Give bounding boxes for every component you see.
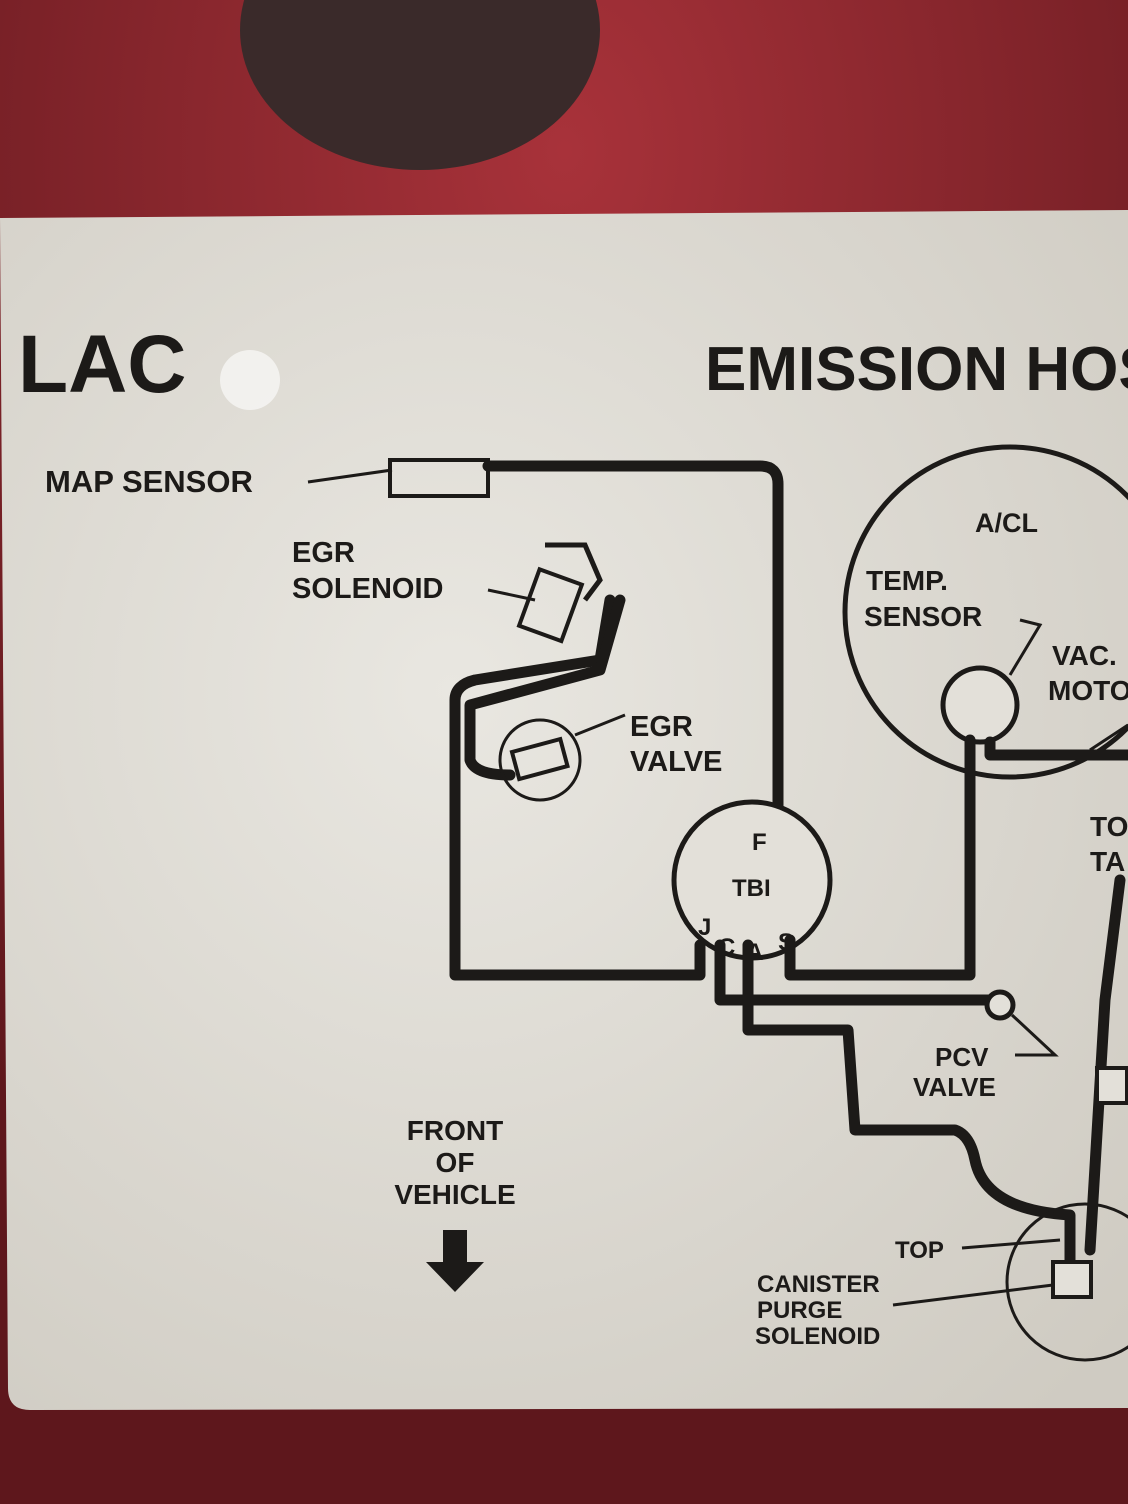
egr-solenoid-label: EGR — [292, 537, 355, 569]
temp-sensor-label: TEMP. — [866, 565, 948, 596]
panel-hole — [240, 0, 600, 170]
temp-sensor-label-2: SENSOR — [864, 601, 982, 632]
pcv-valve-label: PCV — [935, 1042, 989, 1072]
canister-purge-solenoid-label-3: SOLENOID — [755, 1323, 880, 1350]
map-to-tbi-hose — [482, 460, 784, 816]
front-label: FRONT — [407, 1115, 503, 1146]
pcv-valve-label-2: VALVE — [913, 1072, 996, 1102]
to-tank-label: TO — [1090, 811, 1128, 842]
egr-valve-label: EGR — [630, 711, 693, 743]
air-cleaner — [842, 444, 1128, 780]
brand-fragment: LAC — [18, 319, 187, 410]
egr-valve — [498, 718, 582, 802]
vehicle-label: VEHICLE — [394, 1179, 515, 1210]
diagram-title: EMISSION HOS — [705, 335, 1128, 404]
tbi-label: TBI — [732, 875, 771, 902]
pcv-valve — [984, 989, 1016, 1021]
canister-purge-solenoid-label: CANISTER — [757, 1271, 880, 1298]
canister-purge-solenoid — [1051, 1260, 1093, 1299]
egr-loop-hose — [449, 594, 706, 981]
pcv-hose — [714, 939, 996, 1006]
label-sticker — [0, 210, 1128, 1410]
of-label: OF — [436, 1147, 475, 1178]
vac-motor-label-2: MOTO — [1048, 675, 1128, 706]
canister — [1005, 1202, 1128, 1362]
vac-motor — [940, 665, 1020, 745]
vac-motor-hose — [784, 734, 976, 981]
map-sensor-label: MAP SENSOR — [45, 464, 253, 499]
air-cleaner-label: A/CL — [975, 508, 1038, 538]
canister-purge-solenoid-label-2: PURGE — [757, 1297, 842, 1324]
to-tank-label-2: TA — [1090, 846, 1125, 877]
egr-solenoid-hose — [464, 594, 626, 781]
tbi-port-f: F — [752, 829, 767, 856]
vac-motor-label: VAC. — [1052, 640, 1117, 671]
flash-glare — [220, 350, 280, 410]
egr-solenoid-shape — [545, 542, 603, 602]
tank-hose — [1084, 874, 1126, 1256]
arrow-down-icon — [426, 1230, 484, 1292]
map-sensor — [388, 458, 490, 498]
tbi-port-j: J — [698, 914, 711, 941]
top-label: TOP — [895, 1237, 944, 1264]
egr-solenoid-label-2: SOLENOID — [292, 573, 443, 605]
canister-hose — [742, 939, 1076, 1266]
egr-valve-label-2: VALVE — [630, 746, 722, 778]
